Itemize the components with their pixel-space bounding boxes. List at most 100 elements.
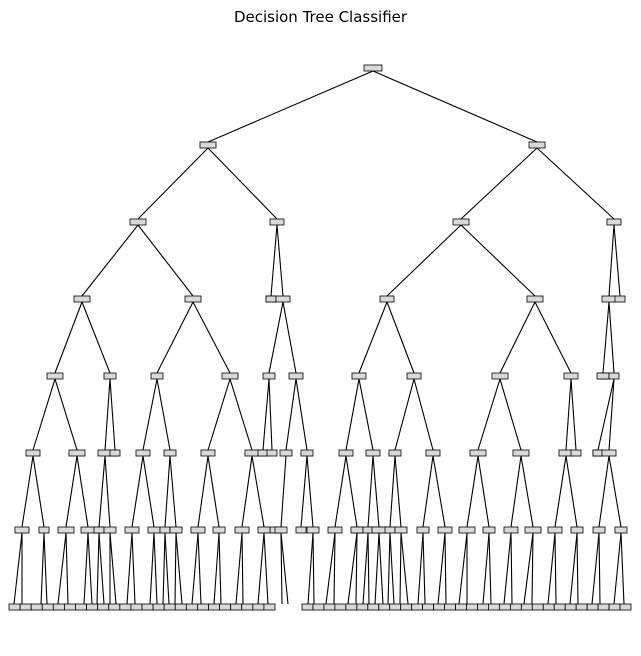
tree-edge: [554, 455, 567, 528]
tree-edge: [276, 224, 284, 297]
tree-node: [503, 526, 519, 534]
tree-node: [592, 526, 606, 534]
tree-edge: [536, 147, 615, 220]
tree-node: [234, 526, 250, 534]
tree-edge: [510, 455, 522, 528]
tree-edge: [460, 224, 536, 297]
tree-edge: [109, 378, 116, 451]
tree-edge: [197, 455, 209, 528]
tree-edge: [142, 455, 155, 528]
leaf-node: [119, 603, 132, 611]
leaf-node: [542, 603, 555, 611]
tree-node: [350, 526, 364, 534]
tree-edge: [142, 378, 158, 451]
tree-edge: [263, 532, 269, 605]
tree-node: [169, 526, 183, 534]
tree-edge: [598, 455, 610, 528]
tree-edge: [207, 70, 374, 143]
tree-edge: [137, 224, 194, 297]
tree-edge: [569, 532, 578, 605]
tree-edge: [280, 532, 289, 605]
tree-node: [244, 449, 260, 457]
tree-node: [288, 372, 304, 380]
tree-edge: [109, 532, 117, 605]
tree-node: [327, 526, 343, 534]
tree-node: [563, 372, 579, 380]
leaf-node: [356, 603, 369, 611]
tree-edge: [307, 532, 314, 605]
tree-node: [362, 526, 374, 534]
tree-node: [524, 526, 542, 534]
tree-edge: [358, 378, 374, 451]
tree-edge: [576, 532, 579, 605]
leaf-node: [97, 603, 110, 611]
tree-node: [14, 526, 30, 534]
tree-edge: [422, 532, 426, 605]
tree-edge: [262, 378, 270, 451]
leaf-node: [8, 603, 21, 611]
tree-edge: [386, 301, 415, 374]
tree-node: [103, 372, 117, 380]
tree-edge: [458, 532, 468, 605]
tree-edge: [386, 224, 462, 297]
leaf-node: [252, 603, 265, 611]
tree-node: [469, 449, 487, 457]
tree-edge: [197, 532, 202, 605]
tree-edge: [13, 532, 23, 605]
tree-node: [570, 526, 584, 534]
leaf-node: [312, 603, 325, 611]
leaf-node: [219, 603, 232, 611]
tree-node: [262, 372, 276, 380]
tree-edge: [213, 532, 220, 605]
leaf-node: [597, 603, 610, 611]
tree-edge: [482, 532, 490, 605]
tree-edge: [355, 532, 358, 605]
tree-edge: [531, 532, 534, 605]
leaf-node: [30, 603, 43, 611]
leaf-node: [64, 603, 76, 611]
tree-edge: [153, 532, 158, 605]
tree-edge: [367, 455, 374, 528]
tree-edge: [137, 147, 209, 220]
tree-node: [163, 449, 177, 457]
tree-edge: [54, 378, 78, 451]
tree-node: [379, 295, 395, 303]
leaf-node: [608, 603, 621, 611]
tree-edge: [104, 378, 111, 451]
tree-edge: [174, 532, 177, 605]
leaf-node: [433, 603, 445, 611]
tree-edge: [282, 301, 297, 374]
tree-node: [150, 372, 164, 380]
tree-edge: [257, 532, 265, 605]
tree-edge: [131, 532, 136, 605]
tree-edge: [347, 532, 358, 605]
tree-node: [601, 295, 617, 303]
tree-edge: [175, 532, 183, 605]
tree-edge: [413, 378, 434, 451]
tree-node: [57, 526, 75, 534]
tree-edge: [422, 455, 434, 528]
tree-edge: [131, 455, 144, 528]
tree-edge: [466, 455, 479, 528]
tree-node: [437, 526, 453, 534]
tree-node: [416, 526, 430, 534]
tree-edge: [156, 301, 194, 374]
leaf-node: [230, 603, 243, 611]
tree-edge: [523, 532, 534, 605]
tree-edge: [149, 532, 155, 605]
leaf-node: [185, 603, 198, 611]
tree-node: [124, 526, 140, 534]
tree-edge: [229, 378, 253, 451]
tree-edge: [312, 532, 315, 605]
tree-node: [384, 526, 396, 534]
leaf-node: [367, 603, 380, 611]
tree-node: [528, 141, 546, 149]
tree-edge: [43, 532, 48, 605]
tree-node: [371, 526, 387, 534]
tree-node: [601, 449, 617, 457]
tree-node: [190, 526, 206, 534]
tree-edge: [362, 532, 369, 605]
tree-edge: [394, 455, 402, 528]
tree-edge: [460, 147, 538, 220]
